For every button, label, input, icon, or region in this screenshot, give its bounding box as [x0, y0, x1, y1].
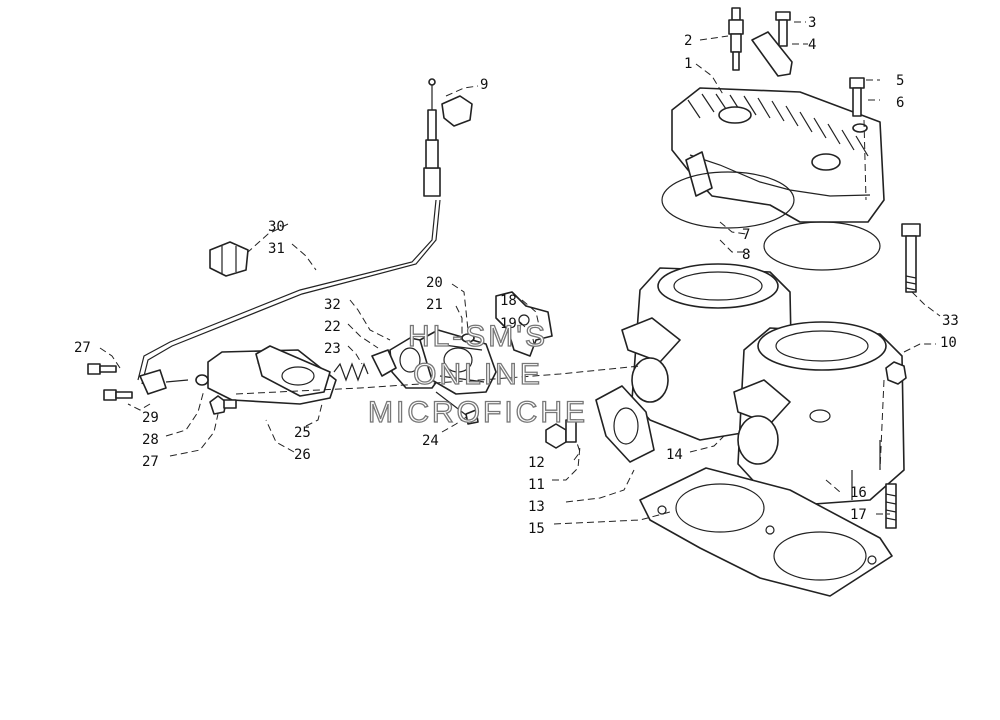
washer-6: [852, 123, 868, 133]
callout-2: 2: [684, 33, 692, 49]
cable-clip-9: [441, 95, 473, 127]
screw-29: [103, 389, 133, 401]
callout-26: 26: [294, 447, 311, 463]
watermark-line-2: ONLINE: [413, 358, 543, 391]
spark-plug: [728, 7, 744, 71]
stud-17: [885, 483, 897, 529]
rod-24: [435, 391, 479, 425]
callout-27-top: 27: [74, 340, 91, 356]
grommet-30: [209, 241, 249, 277]
watermark-line-1: HL-SM'S: [408, 320, 548, 353]
cylinder-front: [733, 321, 905, 506]
valve-lever: [139, 369, 189, 395]
callout-1: 1: [684, 56, 692, 72]
bracket-4: [751, 31, 793, 77]
callout-24: 24: [422, 433, 439, 449]
stud-11: [565, 419, 577, 443]
callout-17: 17: [850, 507, 867, 523]
callout-7: 7: [742, 227, 750, 243]
callout-27-bottom: 27: [142, 454, 159, 470]
callout-8: 8: [742, 247, 750, 263]
spring-23: [333, 362, 369, 382]
callout-13: 13: [528, 499, 545, 515]
leader-lines: [99, 21, 941, 525]
callout-9: 9: [480, 77, 488, 93]
callout-11: 11: [528, 477, 545, 493]
base-gasket-15: [639, 467, 893, 597]
callout-28: 28: [142, 432, 159, 448]
head-gasket-7: [661, 171, 795, 229]
callout-10: 10: [940, 335, 957, 351]
bracket-18: [495, 291, 553, 357]
callout-32: 32: [324, 297, 341, 313]
screw-27-bottom: [209, 395, 237, 415]
watermark: HL-SM'S ONLINE MICROFICHE: [367, 319, 588, 429]
cylinder-head: [671, 87, 885, 223]
callout-12: 12: [528, 455, 545, 471]
o-ring-28: [195, 374, 209, 386]
callout-25: 25: [294, 425, 311, 441]
callout-5: 5: [896, 73, 904, 89]
callout-20: 20: [426, 275, 443, 291]
callout-15: 15: [528, 521, 545, 537]
callout-16: 16: [850, 485, 867, 501]
callout-29: 29: [142, 410, 159, 426]
callout-23: 23: [324, 341, 341, 357]
callout-19: 19: [500, 316, 517, 332]
bolt-3: [775, 11, 791, 47]
screw-27-top: [87, 363, 117, 375]
callout-30: 30: [268, 219, 285, 235]
callout-4: 4: [808, 37, 816, 53]
head-gasket-7b: [763, 221, 881, 271]
callout-31: 31: [268, 241, 285, 257]
valve-cover-26: [255, 345, 331, 397]
callout-3: 3: [808, 15, 816, 31]
callout-18: 18: [500, 293, 517, 309]
valve-21: [419, 329, 497, 395]
callout-33: 33: [942, 313, 959, 329]
nut-10: [885, 361, 907, 385]
exhaust-gasket-13: [595, 385, 655, 463]
control-cable-31: [137, 78, 441, 385]
callout-22: 22: [324, 319, 341, 335]
callout-labels: 2 1 3 4 5 6 7 8 9 10 11 12 13 14 15 16 1…: [74, 15, 959, 537]
callout-21: 21: [426, 297, 443, 313]
head-bolt-5: [849, 77, 865, 117]
watermark-line-3: MICROFICHE: [368, 396, 588, 429]
stud-33: [901, 223, 921, 293]
callout-6: 6: [896, 95, 904, 111]
valve-22: [371, 349, 397, 377]
callout-14: 14: [666, 447, 683, 463]
